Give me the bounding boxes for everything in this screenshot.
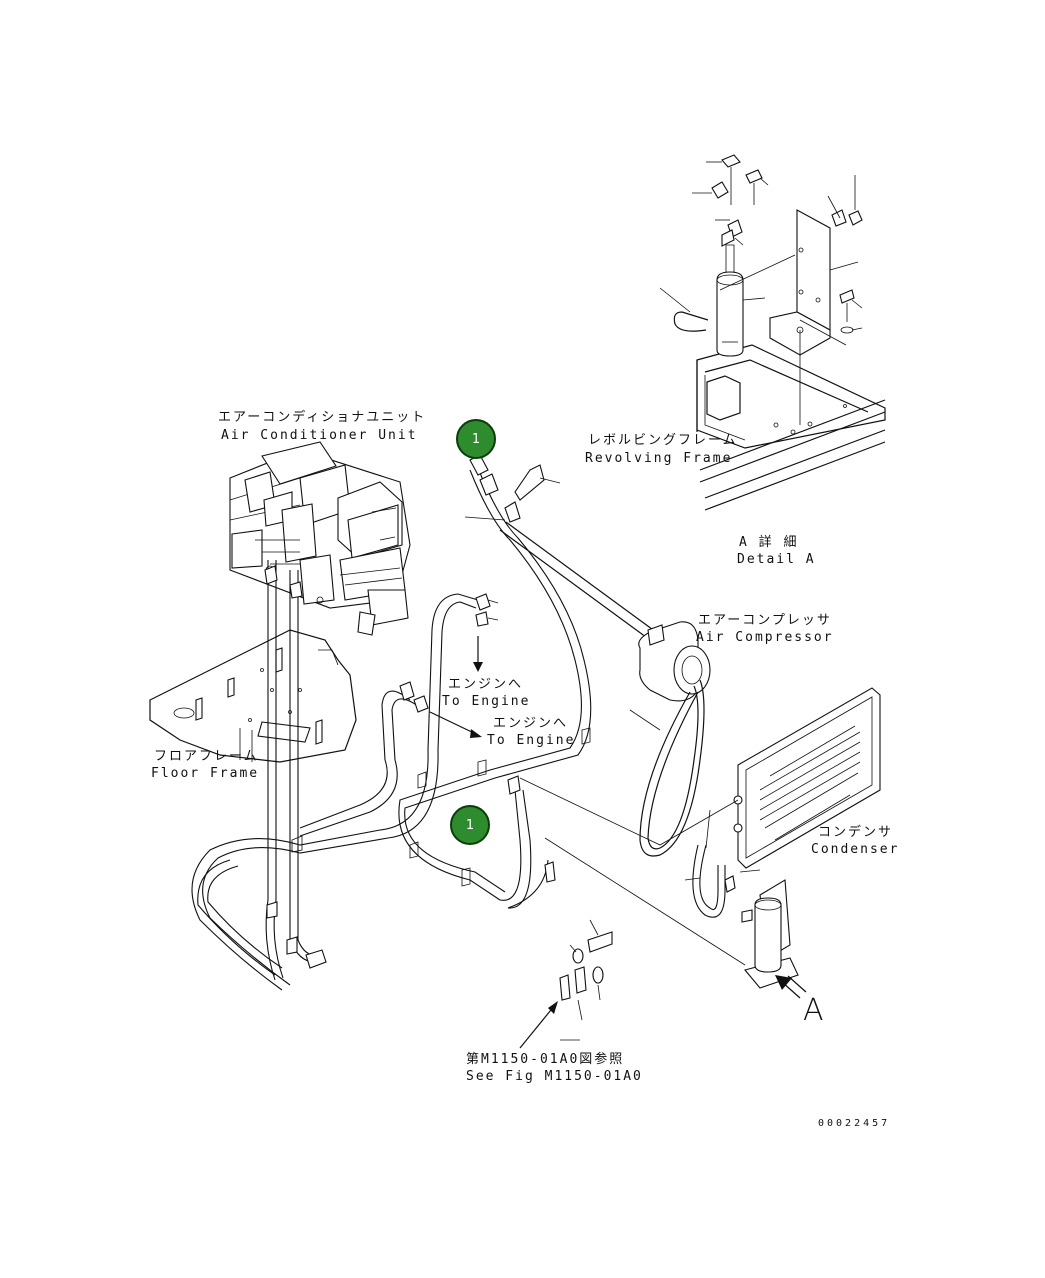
to-engine-1-label-en: To Engine [442,694,531,709]
air-compressor-label-en: Air Compressor [696,630,834,645]
air-conditioner-unit-label-en: Air Conditioner Unit [221,428,418,443]
hose-clamps [291,727,591,887]
floor-frame-label-en: Floor Frame [151,766,260,781]
revolving-frame-label-en: Revolving Frame [585,451,733,466]
to-engine-1-label-jp: エンジンへ [448,677,524,692]
air-conditioner-unit-drawing [229,441,411,636]
callout-1-top[interactable]: 1 [456,419,496,459]
condenser-drawing [733,687,881,869]
receiver-drier-drawing [741,879,799,989]
condenser-label-jp: コンデンサ [818,825,894,840]
callout-1-bottom[interactable]: 1 [450,805,490,845]
hose-fittings [264,454,736,969]
air-compressor-label-jp: エアーコンプレッサ [698,613,832,628]
revolving-frame-label-jp: レボルビングフレーム [588,433,738,448]
detail-a-drawing [659,154,886,511]
to-engine-2-label-en: To Engine [487,733,576,748]
to-engine-2-label-jp: エンジンへ [493,716,569,731]
detail-a-label-en: Detail A [737,552,816,567]
leader-lines [464,477,761,1041]
air-compressor-drawing [638,621,711,857]
view-a-marker: A [803,993,824,1028]
see-figure-label-jp: 第M1150-01A0図参照 [466,1052,625,1067]
document-number: 00022457 [818,1118,891,1129]
air-conditioner-unit-label-jp: エアーコンディショナユニット [218,410,427,425]
fastener-parts [559,931,613,1001]
condenser-label-en: Condenser [811,842,900,857]
see-figure-label-en: See Fig M1150-01A0 [466,1069,643,1084]
refrigerant-hoses [191,467,726,991]
detail-a-label-jp: A 詳 細 [739,535,799,550]
direction-arrows [429,636,807,1049]
floor-frame-label-jp: フロアフレーム [154,749,259,764]
floor-frame-drawing [149,629,357,763]
